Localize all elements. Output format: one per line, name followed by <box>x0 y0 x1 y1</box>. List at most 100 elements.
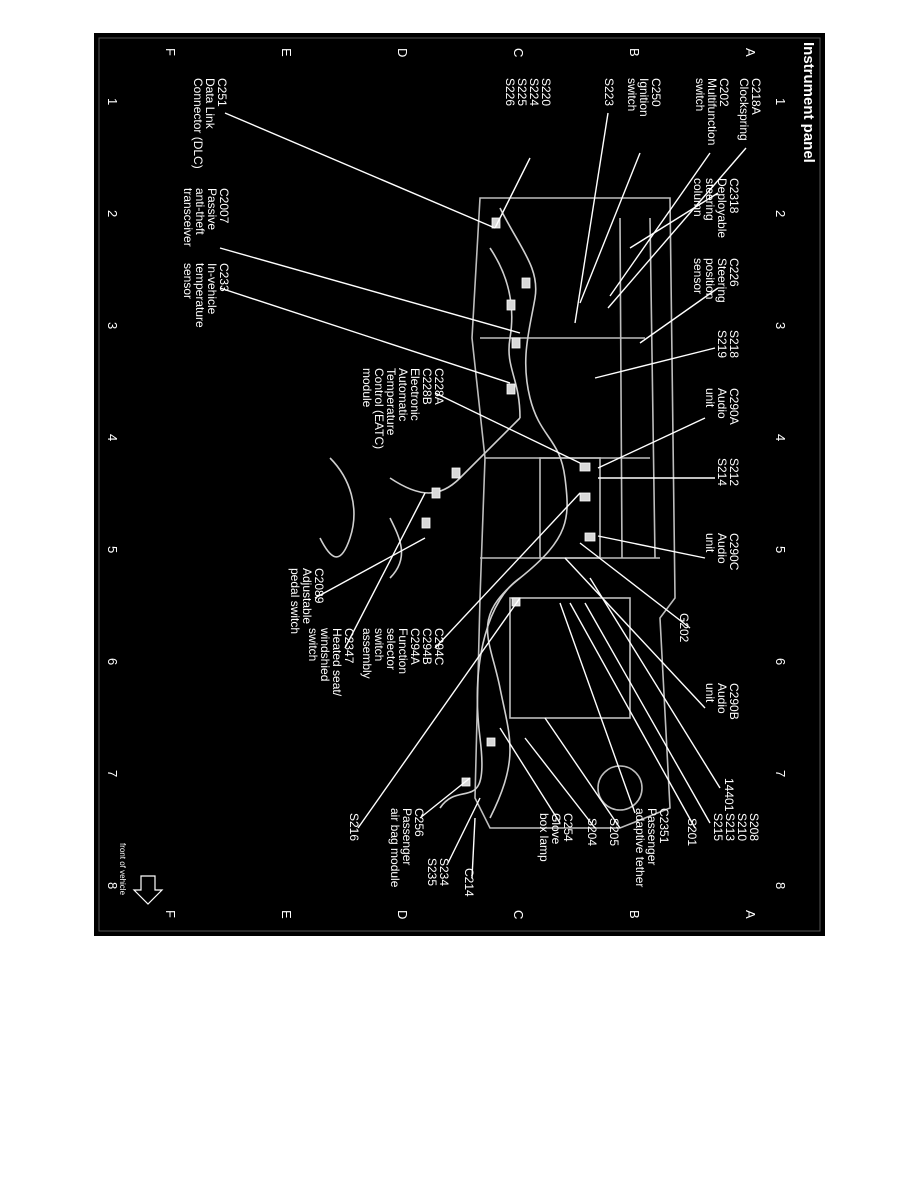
grid-number-6: 6 <box>773 658 788 665</box>
grid-letters-right: A B C D E F <box>163 910 758 919</box>
leader-line <box>569 602 696 829</box>
leader-line <box>357 597 521 829</box>
grid-letter-b-right: B <box>627 910 642 919</box>
grid-number-3: 3 <box>773 322 788 329</box>
leader-line <box>344 492 426 649</box>
leader-line <box>434 492 581 649</box>
callout-c228a: C228AC228BElectronicAutomaticTemperature… <box>360 368 446 449</box>
leader-line <box>219 247 521 334</box>
grid-number-3-bottom: 3 <box>105 322 120 329</box>
grid-number-4: 4 <box>773 434 788 441</box>
callout-c256: C256Passengerair bag module <box>388 808 426 888</box>
grid-letter-d: D <box>395 48 410 57</box>
leader-line <box>224 112 496 229</box>
leader-line <box>607 147 747 309</box>
callout-s205: S205 <box>607 818 621 846</box>
leader-line <box>499 727 561 824</box>
grid-letter-e-right: E <box>279 910 294 919</box>
callout-s218: S218S219 <box>715 330 741 358</box>
grid-letter-c: C <box>511 48 526 57</box>
callouts: C218AClockspring C202Multifunctionswitch… <box>181 78 763 897</box>
callout-s223: S223 <box>602 78 616 106</box>
callout-c218a: C218AClockspring <box>737 78 763 141</box>
callout-s234: S234S235 <box>425 858 451 886</box>
grid-number-6-bottom: 6 <box>105 658 120 665</box>
front-arrow-icon <box>132 875 164 905</box>
grid-number-7-bottom: 7 <box>105 770 120 777</box>
callout-c290a: C290AAudiounit <box>703 388 741 425</box>
grid-number-1: 1 <box>773 98 788 105</box>
callout-14401: 14401 <box>722 778 736 812</box>
leader-line <box>629 192 719 249</box>
leader-line <box>494 157 531 229</box>
front-of-vehicle-indicator: front of vehicle <box>118 843 164 905</box>
leader-line <box>639 287 719 344</box>
glove-box-area <box>509 597 631 719</box>
callout-c294c: C294CC294BC294AFunctionselectorswitchass… <box>360 628 446 679</box>
callout-c2318: C2318Deployablesteeringcolumn <box>691 178 741 238</box>
connector-block <box>451 467 461 479</box>
connector-block <box>431 487 441 499</box>
grid-letter-a-right: A <box>743 910 758 919</box>
front-of-vehicle-label: front of vehicle <box>118 843 127 896</box>
callout-c250: C250Ignitionswitch <box>625 78 663 117</box>
grid-number-1-bottom: 1 <box>105 98 120 105</box>
callout-c2007: C2007Passiveanti-thefttransceiver <box>181 188 231 247</box>
callout-s201: S201 <box>685 818 699 846</box>
passenger-vent <box>597 765 643 811</box>
callout-c2351: C2351Passengeradaptive tether <box>633 808 671 887</box>
leader-line <box>579 152 641 304</box>
leader-line <box>609 152 711 297</box>
callout-s208: S208S210S213S215 <box>711 813 761 841</box>
callout-c290c: C290CAudiounit <box>703 533 741 571</box>
grid-letter-f-right: F <box>163 910 178 918</box>
callout-c2089: C2089Adjustablepedal switch <box>288 568 326 634</box>
leader-line <box>597 417 706 469</box>
passenger-harness-wire <box>439 577 521 809</box>
connector-block <box>486 737 496 747</box>
connector-block <box>579 462 591 472</box>
grid-number-4-bottom: 4 <box>105 434 120 441</box>
connector-block <box>506 299 516 311</box>
grid-letter-a: A <box>743 48 758 57</box>
panel-outline <box>471 197 676 829</box>
center-stack <box>539 457 601 559</box>
connector-block <box>421 517 431 529</box>
grid-letter-c-right: C <box>511 910 526 919</box>
connector-block <box>579 492 591 502</box>
center-branch-wire <box>389 417 521 494</box>
leader-line <box>447 797 481 864</box>
connector-block <box>521 277 531 289</box>
pedal-branch-wire <box>389 517 403 579</box>
grid-number-2-bottom: 2 <box>105 210 120 217</box>
loose-harness-wire <box>319 457 355 558</box>
grid-letter-d-right: D <box>395 910 410 919</box>
grid-letter-f: F <box>163 48 178 56</box>
rotated-diagram-content: Instrument panel 1 2 3 4 5 6 7 8 1 2 3 4… <box>105 42 817 919</box>
steering-harness-wire <box>489 247 521 419</box>
grid-number-8: 8 <box>773 882 788 889</box>
grid-number-5-bottom: 5 <box>105 546 120 553</box>
leader-line <box>594 347 716 379</box>
instrument-panel-diagram: Instrument panel 1 2 3 4 5 6 7 8 1 2 3 4… <box>94 33 825 936</box>
connector-block <box>584 532 596 542</box>
grid-letter-e: E <box>279 48 294 57</box>
leader-line <box>574 112 609 324</box>
callout-c233: C233In-vehicletemperaturesensor <box>181 263 231 328</box>
grid-numbers-top: 1 2 3 4 5 6 7 8 <box>773 98 788 889</box>
diagram-frame <box>98 37 821 932</box>
callout-c2347: C2347Heated seat/windshiedswitch <box>306 627 356 697</box>
panel-ribs <box>480 217 660 559</box>
instrument-panel-drawing <box>319 197 676 829</box>
connector-block <box>506 383 516 395</box>
leader-line <box>419 777 471 819</box>
connector-block <box>511 337 521 349</box>
callout-c202: C202Multifunctionswitch <box>693 78 731 145</box>
leader-line <box>559 602 636 814</box>
grid-number-8-bottom: 8 <box>105 882 120 889</box>
leader-line <box>564 557 706 709</box>
callout-s204: S204 <box>585 818 599 846</box>
callout-c254: C254Glovebox lamp <box>537 813 575 862</box>
diagram-title: Instrument panel <box>800 42 817 163</box>
leader-line <box>434 392 581 464</box>
